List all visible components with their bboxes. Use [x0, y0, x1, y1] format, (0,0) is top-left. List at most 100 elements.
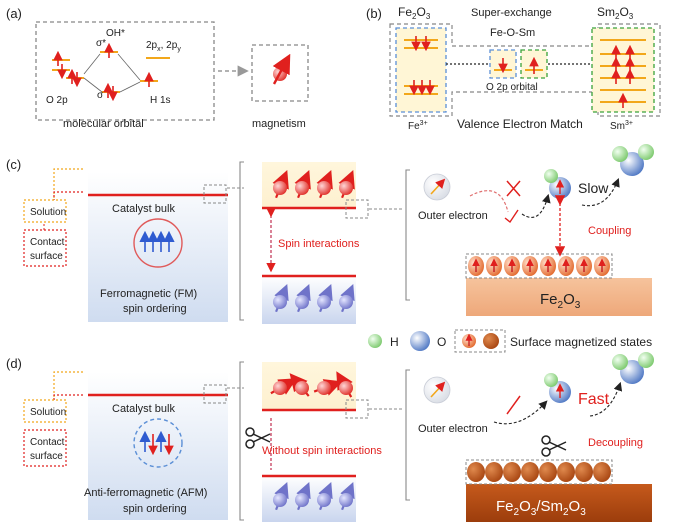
spin-interactions-label: Spin interactions: [278, 238, 360, 250]
super-exchange-frame: [389, 23, 661, 117]
h-atom-c: [544, 169, 558, 183]
afm-bulk-spin: [273, 482, 289, 511]
afm-surface-spin: [270, 378, 297, 395]
panel-a: (a) σ* OH* σ: [6, 6, 309, 130]
solution-tag-d: [23, 399, 67, 423]
fm-bulk-spin: [317, 284, 333, 313]
2p-label: 2px, 2py: [146, 40, 181, 53]
panel-d: (d) Solution Contact surface Catalyst bu…: [6, 352, 654, 522]
outer-electron-label-d: Outer electron: [418, 423, 488, 435]
valence-match-label: Valence Electron Match: [457, 117, 583, 131]
fm-surface-spins: [272, 170, 355, 199]
legend-o-label: O: [437, 335, 446, 349]
sm2o3-title: Sm2O3: [597, 5, 634, 21]
fm-bulk-spin: [273, 284, 289, 313]
magnetized-state-ball: [576, 256, 592, 276]
zoom-box-c: [203, 184, 227, 204]
fm-spin-arrows: [139, 230, 175, 252]
afm-bulk-spin: [295, 482, 311, 511]
fe-spins: [409, 36, 435, 96]
zoom-box-d: [203, 384, 227, 404]
sigma-label: σ: [97, 90, 104, 101]
h-atom-d: [544, 373, 558, 387]
fm-bulk-spin: [339, 284, 355, 313]
fe2o3-substrate-c: [466, 278, 652, 316]
fe3-label: Fe3+: [408, 120, 428, 132]
o2p-levels: [52, 50, 84, 88]
fm-label-2: spin ordering: [123, 303, 187, 315]
legend-o-icon: [410, 331, 430, 351]
magnetized-state-ball: [594, 256, 610, 276]
magnetized-state-ball: [468, 256, 484, 276]
svg-text:Solution: Solution: [30, 407, 66, 418]
panel-a-tag: (a): [6, 6, 22, 21]
surface-magnetized-states-c: [468, 256, 610, 276]
afm-bulk-spins: [273, 482, 355, 511]
nonmagnetized-state-ball: [485, 462, 503, 482]
magnetized-state-ball: [540, 256, 556, 276]
magnetized-state-ball: [504, 256, 520, 276]
afm-bulk-spin: [317, 482, 333, 511]
substrate-label-d: Fe2O3/Sm2O3: [496, 498, 586, 518]
fe-o-sm-label: Fe-O-Sm: [490, 27, 535, 39]
fm-surface-spin: [294, 170, 311, 199]
afm-label-2: spin ordering: [123, 503, 187, 515]
fm-bulk-spin: [295, 284, 311, 313]
fe2o3-title: Fe2O3: [398, 5, 431, 21]
nonmagnetized-state-ball: [539, 462, 557, 482]
blocked-cross-c: [506, 180, 521, 197]
oh-star-label: OH*: [106, 28, 125, 39]
catalyst-bulk-d: [88, 372, 228, 520]
nonmagnetized-state-ball: [521, 462, 539, 482]
magnetism-spin-arrow: [272, 53, 291, 85]
contact-surface-tag-c: [23, 229, 67, 267]
svg-text:Solution: Solution: [30, 207, 66, 218]
catalyst-bulk-c: [88, 172, 228, 322]
fe2o3-sm2o3-substrate: [466, 484, 652, 522]
magnetism-box: [251, 44, 309, 102]
catalyst-bulk-label-c: Catalyst bulk: [112, 203, 175, 215]
decoupling-label: Decoupling: [588, 437, 643, 449]
fm-bulk-spins: [273, 284, 355, 313]
contact-surface-tag-d: [23, 429, 67, 467]
scissors-icon-d2: [541, 435, 567, 457]
panel-c-tag: (c): [6, 157, 21, 172]
catalyst-bulk-label-d: Catalyst bulk: [112, 403, 175, 415]
afm-spin-arrows: [139, 430, 174, 456]
mo-box: [35, 21, 215, 121]
solution-tag-c: [23, 199, 67, 223]
mo-caption: molecular orbital: [63, 118, 144, 130]
afm-surface-spin: [336, 371, 353, 398]
check-mark-c: [504, 209, 519, 224]
slow-label: Slow: [578, 180, 609, 196]
legend-states-box: [454, 329, 506, 353]
h1s-label: H 1s: [150, 95, 171, 106]
panel-c: (c) Solution Contact surface Catalyst bu…: [6, 144, 654, 324]
super-exchange-label: Super-exchange: [471, 7, 552, 19]
surface-states-box-c: [465, 253, 613, 279]
panel-b: (b) Fe2O3 Sm2O3 Super-exchange Fe-O-Sm: [366, 5, 661, 132]
magnetized-state-ball: [486, 256, 502, 276]
legend-surface-states-label: Surface magnetized states: [510, 335, 652, 349]
afm-surface-spins: [270, 371, 353, 398]
svg-text:Contact: Contact: [30, 237, 65, 248]
coupling-label: Coupling: [588, 225, 631, 237]
afm-label-1: Anti-ferromagnetic (AFM): [84, 487, 207, 499]
fast-label: Fast: [578, 391, 610, 408]
surface-nonmagnetized-states-d: [467, 462, 611, 482]
fm-surface-spin: [338, 170, 355, 199]
outer-electron-label-c: Outer electron: [418, 210, 488, 222]
without-spin-label: Without spin interactions: [262, 445, 382, 457]
panel-b-tag: (b): [366, 6, 382, 21]
nonmagnetized-state-ball: [503, 462, 521, 482]
blocked-path-c: [469, 190, 509, 213]
fm-surface-spin: [272, 170, 289, 199]
sigma-star-label: σ*: [96, 38, 106, 49]
sm3-label: Sm3+: [610, 120, 633, 132]
surface-states-box-d: [465, 459, 613, 485]
panel-d-tag: (d): [6, 356, 22, 371]
slash-mark-d: [506, 395, 521, 415]
nonmagnetized-state-ball: [593, 462, 611, 482]
magnetism-caption: magnetism: [252, 118, 306, 130]
